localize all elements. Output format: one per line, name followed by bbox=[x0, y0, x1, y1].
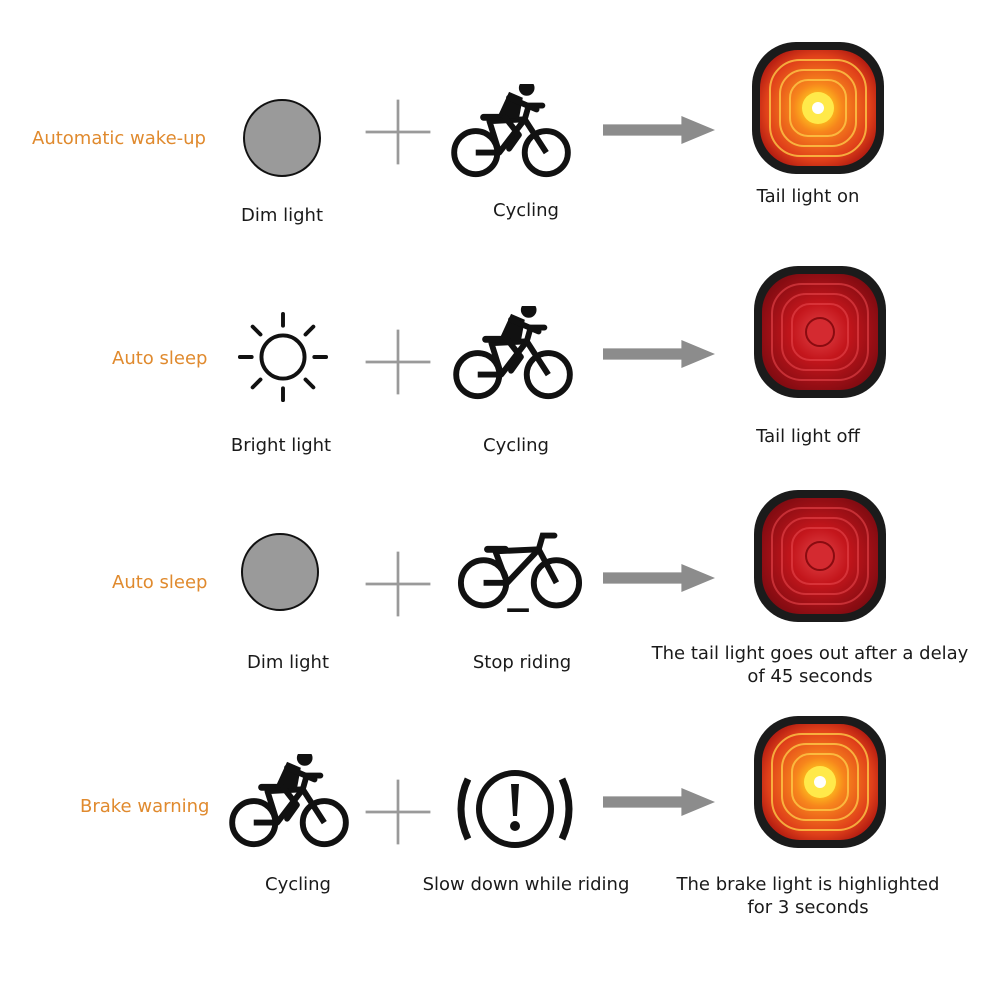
bicycle-icon bbox=[456, 530, 584, 612]
arrow-icon bbox=[600, 564, 718, 592]
dim-light-icon bbox=[242, 98, 322, 178]
caption-line: of 45 seconds bbox=[747, 666, 873, 687]
sun-icon bbox=[236, 310, 330, 404]
caption-line: The tail light goes out after a delay bbox=[651, 643, 969, 664]
dim-light-icon bbox=[240, 532, 320, 612]
arrow-icon bbox=[600, 788, 718, 816]
caption-tail-light-off: Tail light off bbox=[756, 426, 860, 447]
mode-label-auto-sleep: Auto sleep bbox=[112, 572, 208, 593]
caption-line: for 3 seconds bbox=[747, 897, 869, 918]
plus-icon bbox=[362, 96, 434, 168]
caption-dim-light: Dim light bbox=[246, 652, 329, 673]
caption-dim-light: Dim light bbox=[240, 205, 323, 226]
caption-cycling: Cycling bbox=[265, 874, 331, 895]
brake-warning-icon bbox=[450, 764, 580, 854]
caption-tail-light-delay: The tail light goes out after a delay of… bbox=[640, 642, 980, 688]
tail-light-on-icon bbox=[750, 712, 890, 852]
cyclist-icon bbox=[448, 84, 576, 182]
cyclist-icon bbox=[450, 306, 578, 404]
mode-label-brake-warning: Brake warning bbox=[80, 796, 210, 817]
cyclist-icon bbox=[226, 754, 354, 852]
mode-label-automatic-wake-up: Automatic wake-up bbox=[32, 128, 206, 149]
caption-bright-light: Bright light bbox=[230, 435, 332, 456]
tail-light-on-icon bbox=[748, 38, 888, 178]
tail-light-off-icon bbox=[750, 486, 890, 626]
plus-icon bbox=[362, 548, 434, 620]
mode-label-auto-sleep: Auto sleep bbox=[112, 348, 208, 369]
plus-icon bbox=[362, 776, 434, 848]
caption-tail-light-on: Tail light on bbox=[756, 186, 860, 207]
tail-light-off-icon bbox=[750, 262, 890, 402]
caption-brake-highlight: The brake light is highlighted for 3 sec… bbox=[650, 873, 966, 919]
plus-icon bbox=[362, 326, 434, 398]
caption-line: The brake light is highlighted bbox=[676, 874, 940, 895]
arrow-icon bbox=[600, 116, 718, 144]
caption-cycling: Cycling bbox=[493, 200, 559, 221]
arrow-icon bbox=[600, 340, 718, 368]
caption-stop-riding: Stop riding bbox=[472, 652, 572, 673]
caption-cycling: Cycling bbox=[483, 435, 549, 456]
caption-slow-down: Slow down while riding bbox=[422, 874, 630, 895]
